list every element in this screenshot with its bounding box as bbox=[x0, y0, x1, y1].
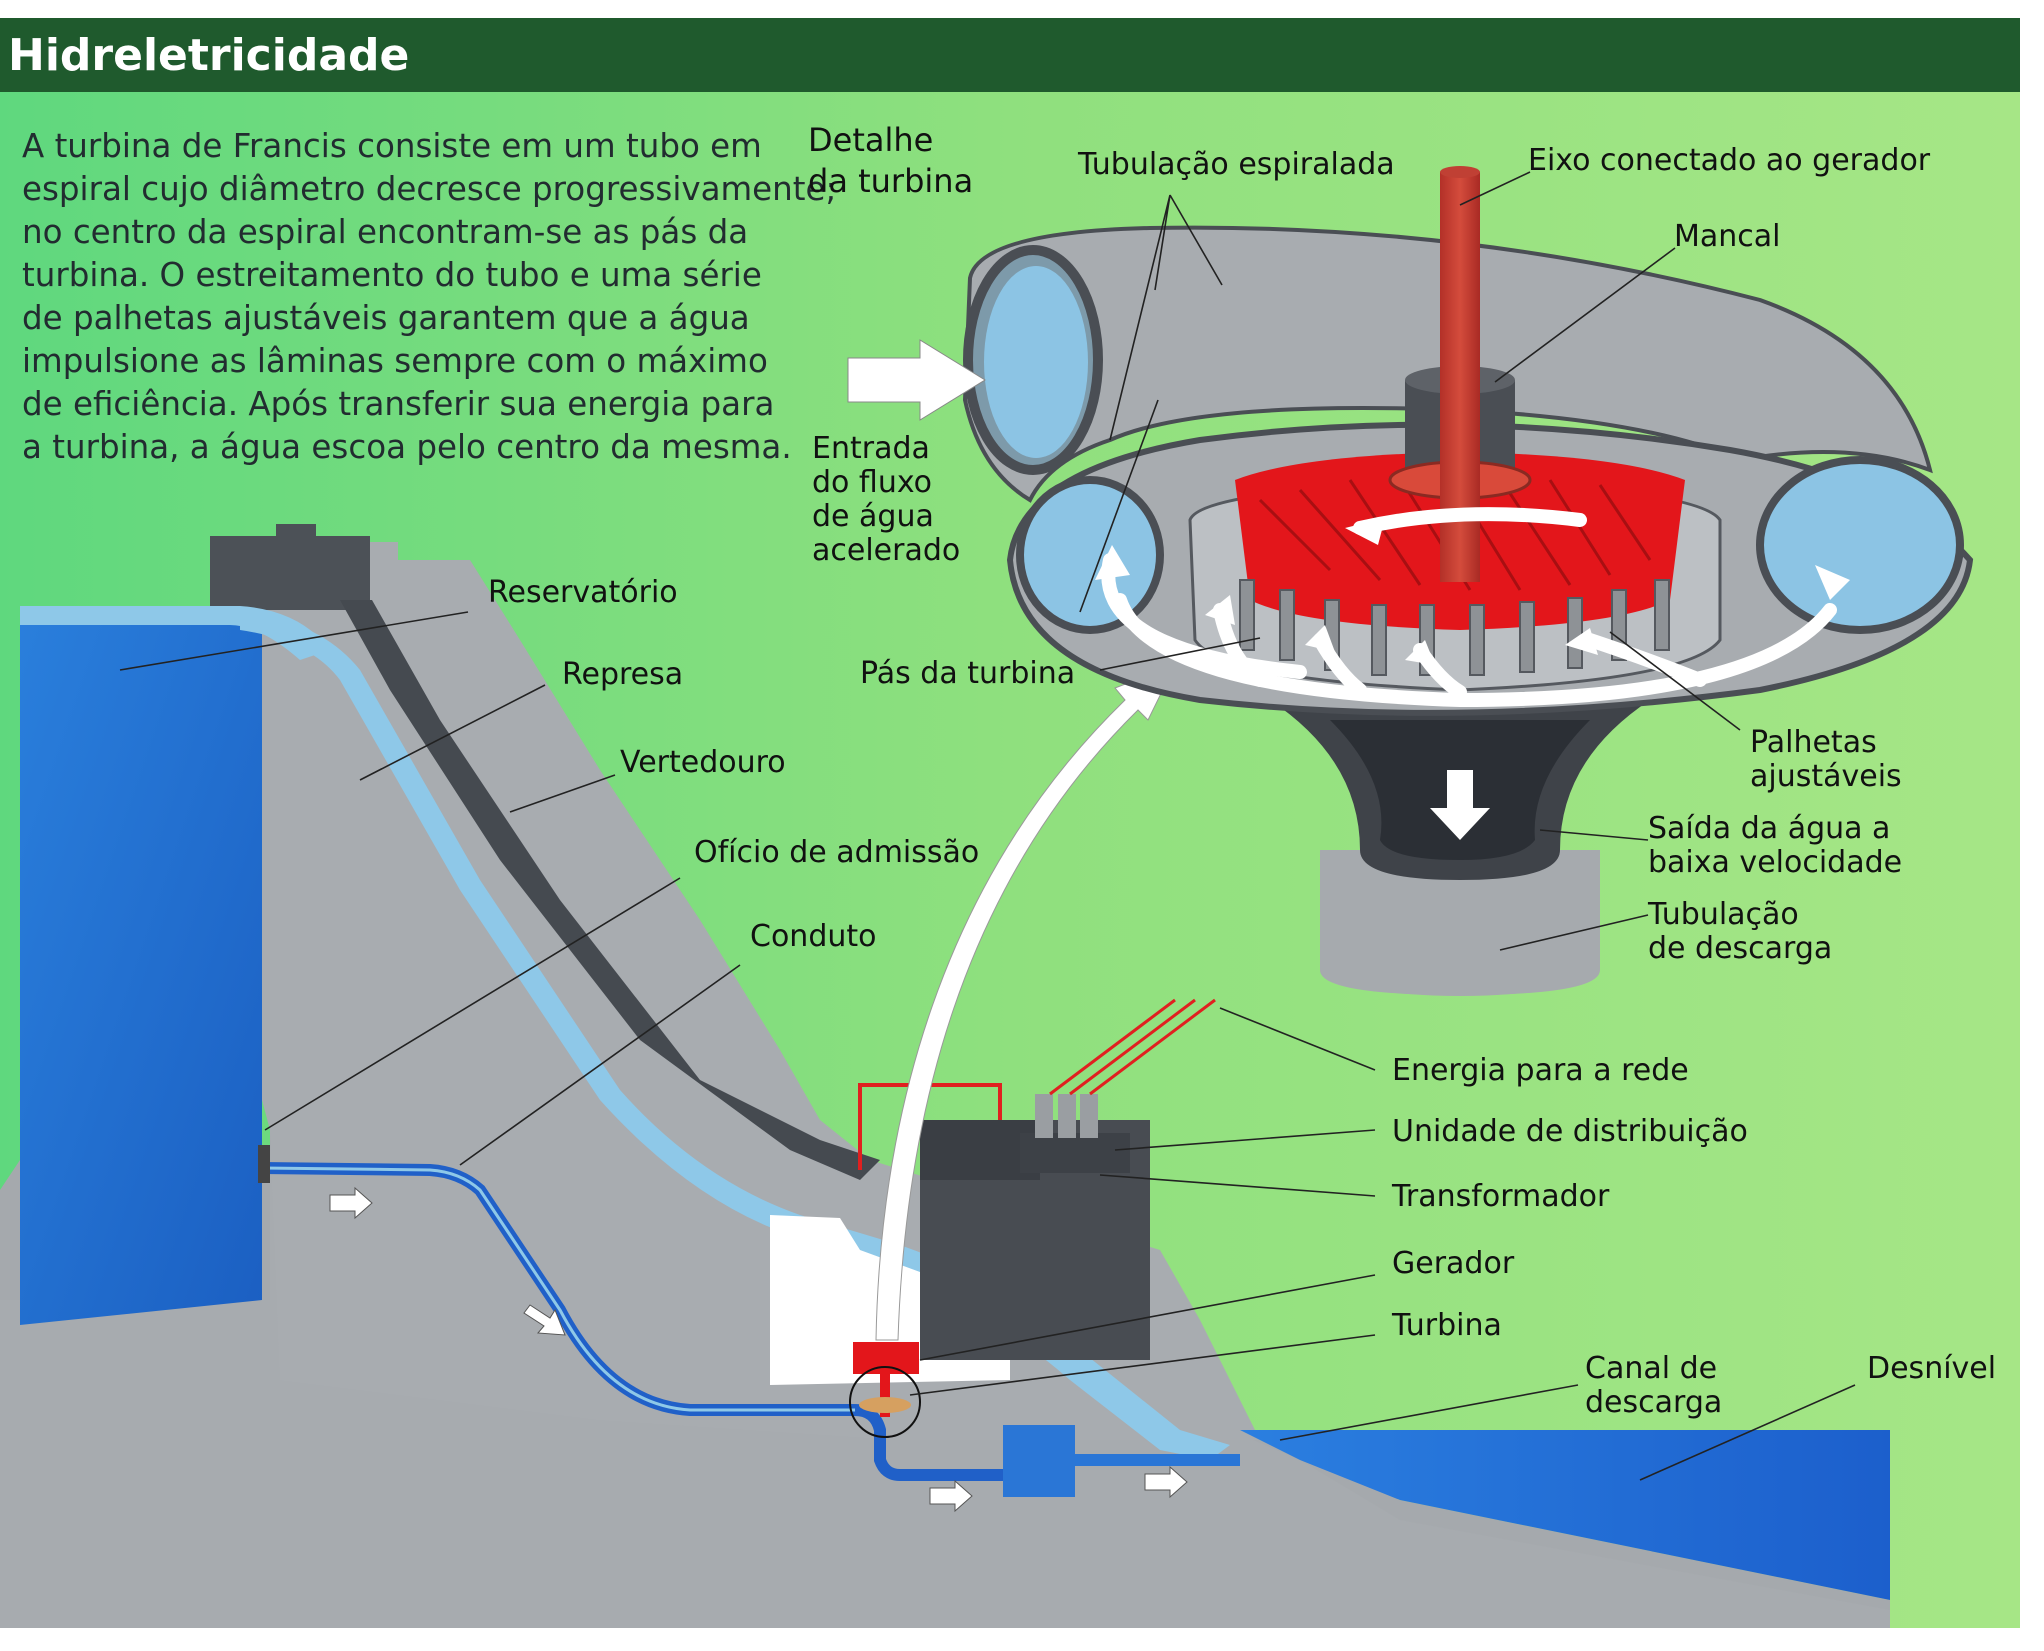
detail-title-line: Detalhe bbox=[808, 121, 934, 159]
swirl-head-1 bbox=[1205, 595, 1235, 625]
generator-shaft bbox=[880, 1372, 890, 1417]
swirl-head-4 bbox=[1565, 628, 1598, 655]
intro-line: A turbina de Francis consiste em um tubo… bbox=[22, 127, 762, 165]
tailwater bbox=[1240, 1430, 1890, 1600]
label-entrada: Entrada do fluxo de água acelerado bbox=[812, 432, 960, 568]
label-palhetas: Palhetas ajustáveis bbox=[1750, 726, 1902, 794]
turbine-circle bbox=[849, 1366, 921, 1438]
dam-crest bbox=[210, 524, 370, 610]
palhetas-line: Palhetas bbox=[1750, 725, 1877, 760]
runner-blade-lines bbox=[1258, 475, 1652, 591]
entrada-line: acelerado bbox=[812, 533, 961, 568]
shaft-top bbox=[1440, 166, 1480, 178]
swirl-head-3 bbox=[1405, 640, 1435, 665]
transformer bbox=[1020, 1133, 1130, 1173]
intro-line: impulsione as lâminas sempre com o máxim… bbox=[22, 342, 768, 380]
saida-line: baixa velocidade bbox=[1648, 845, 1903, 880]
down-arrow bbox=[1430, 770, 1490, 840]
label-tubulacao-descarga: Tubulação de descarga bbox=[1648, 898, 1832, 966]
intro-paragraph: A turbina de Francis consiste em um tubo… bbox=[22, 125, 837, 469]
flow-arrow-2 bbox=[523, 1304, 566, 1336]
label-desnivel: Desnível bbox=[1867, 1351, 1997, 1386]
scroll-inlet-water bbox=[984, 266, 1088, 458]
palhetas-line: ajustáveis bbox=[1750, 759, 1902, 794]
penstock-highlight bbox=[261, 1166, 855, 1412]
descarga-line: de descarga bbox=[1648, 931, 1833, 966]
label-pas: Pás da turbina bbox=[860, 656, 1076, 691]
generator bbox=[853, 1342, 919, 1374]
label-gerador: Gerador bbox=[1392, 1246, 1515, 1281]
distribution-post-2 bbox=[1058, 1094, 1076, 1138]
swirl-head-right bbox=[1815, 565, 1850, 600]
detail-title-line: da turbina bbox=[808, 162, 974, 200]
canal-line: Canal de bbox=[1585, 1351, 1718, 1386]
saida-line: Saída da água a bbox=[1648, 811, 1891, 846]
intro-line: espiral cujo diâmetro decresce progressi… bbox=[22, 170, 837, 208]
intro-line: no centro da espiral encontram-se as pás… bbox=[22, 213, 749, 251]
red-wire-3 bbox=[1089, 998, 1216, 1096]
intro-line: a turbina, a água escoa pelo centro da m… bbox=[22, 428, 792, 466]
tail-box bbox=[1003, 1425, 1075, 1497]
scroll-left-section bbox=[1016, 476, 1164, 634]
detail-title: Detalhe da turbina bbox=[808, 120, 973, 202]
label-transformador: Transformador bbox=[1392, 1179, 1610, 1214]
turbine-unit bbox=[859, 1397, 911, 1413]
swirl-head-left bbox=[1095, 545, 1130, 580]
flow-arrow-3 bbox=[929, 1479, 973, 1513]
swirl-head-2 bbox=[1305, 625, 1335, 652]
label-mancal: Mancal bbox=[1674, 219, 1781, 254]
label-canal: Canal de descarga bbox=[1585, 1352, 1722, 1420]
reservoir bbox=[20, 612, 262, 1325]
label-turbina: Turbina bbox=[1392, 1308, 1502, 1343]
swirl-head-center bbox=[1345, 518, 1385, 545]
page-title: Hidreletricidade bbox=[8, 30, 410, 81]
entrada-line: de água bbox=[812, 499, 934, 534]
draft-tube-bottom bbox=[1320, 940, 1600, 996]
flow-arrow-4 bbox=[1144, 1465, 1188, 1499]
distribution-post-1 bbox=[1035, 1094, 1053, 1138]
red-wire-2 bbox=[1069, 998, 1196, 1096]
entrada-line: do fluxo bbox=[812, 465, 933, 500]
label-tubulacao-espiralada: Tubulação espiralada bbox=[1078, 147, 1395, 182]
label-conduto: Conduto bbox=[750, 919, 877, 954]
intro-line: de eficiência. Após transferir sua energ… bbox=[22, 385, 775, 423]
header-bar bbox=[0, 18, 2020, 92]
intake-grate bbox=[258, 1145, 270, 1183]
flow-arrow-1 bbox=[329, 1186, 373, 1220]
distribution-post-3 bbox=[1080, 1094, 1098, 1138]
label-represa: Represa bbox=[562, 657, 684, 692]
entrada-line: Entrada bbox=[812, 431, 930, 466]
label-vertedouro: Vertedouro bbox=[620, 745, 786, 780]
label-distribuicao: Unidade de distribuição bbox=[1392, 1114, 1748, 1149]
label-energia: Energia para a rede bbox=[1392, 1053, 1689, 1088]
scroll-right-section bbox=[1756, 456, 1964, 634]
label-reservatorio: Reservatório bbox=[488, 575, 678, 610]
intro-line: de palhetas ajustáveis garantem que a ág… bbox=[22, 299, 750, 337]
descarga-line: Tubulação bbox=[1648, 897, 1799, 932]
intro-line: turbina. O estreitamento do tubo e uma s… bbox=[22, 256, 762, 294]
leader-lines bbox=[119, 171, 1856, 1481]
label-saida: Saída da água a baixa velocidade bbox=[1648, 812, 1902, 880]
label-oficio: Ofício de admissão bbox=[694, 835, 980, 870]
label-eixo: Eixo conectado ao gerador bbox=[1528, 143, 1931, 178]
dam-back bbox=[340, 600, 880, 1180]
red-wire-1 bbox=[1049, 998, 1176, 1096]
canal-line: descarga bbox=[1585, 1385, 1723, 1420]
inlet-arrow bbox=[847, 339, 986, 421]
